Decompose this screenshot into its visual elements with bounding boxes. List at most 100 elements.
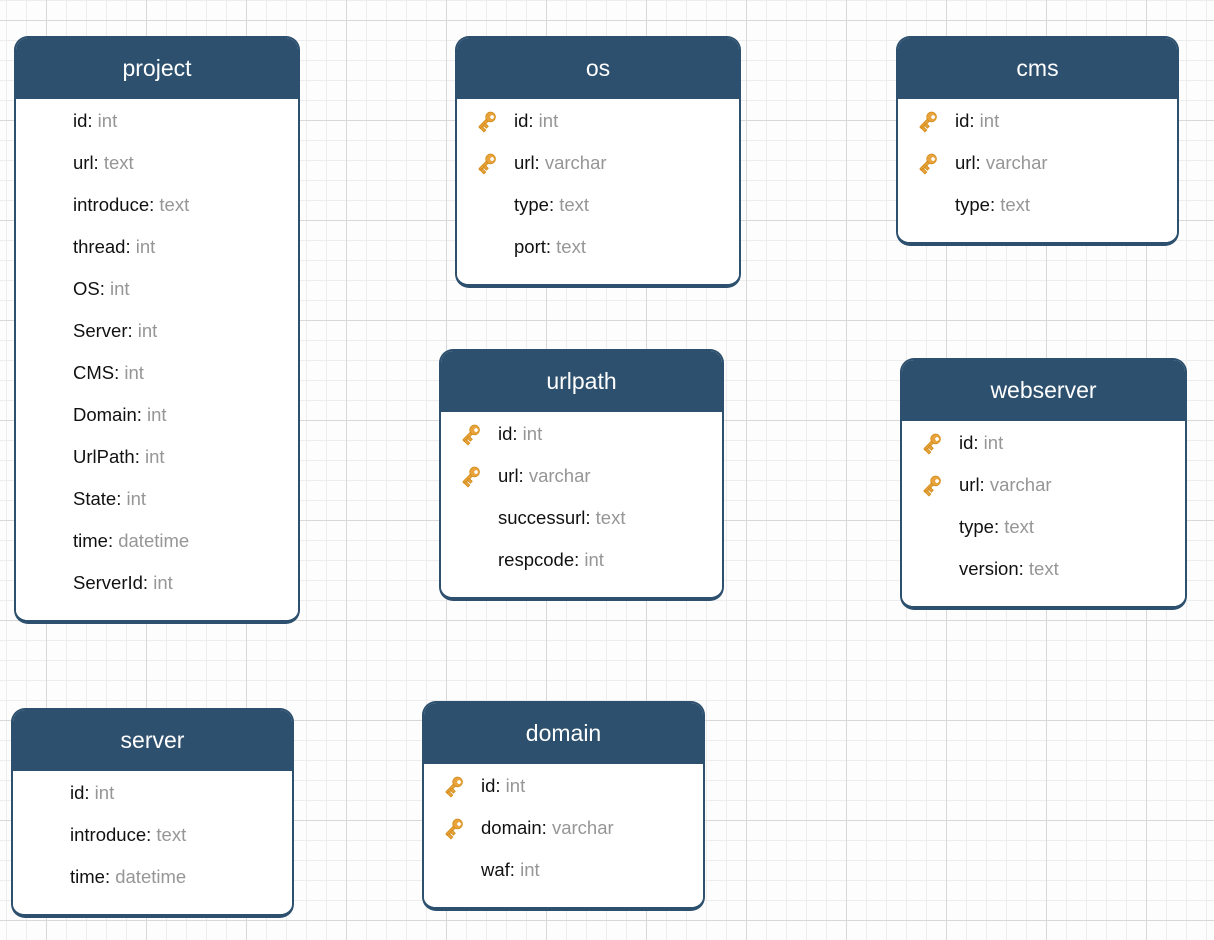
field-name: port: <box>514 236 552 257</box>
field-row[interactable]: successurl: text <box>441 497 722 539</box>
entity-table-server[interactable]: server id: int <box>11 708 294 918</box>
entity-table-cms[interactable]: cms id: int <box>896 36 1179 246</box>
field-type: int <box>148 572 173 593</box>
field-row[interactable]: id: int <box>424 765 703 807</box>
field-type: text <box>999 516 1035 537</box>
field-row[interactable]: url: varchar <box>441 455 722 497</box>
field-row[interactable]: id: int <box>13 772 292 814</box>
field-name: successurl: <box>498 507 591 528</box>
field-type: datetime <box>110 866 187 887</box>
field-name: UrlPath: <box>73 446 140 467</box>
field-type: text <box>151 824 187 845</box>
field-row[interactable]: time: datetime <box>16 520 298 562</box>
primary-key-icon <box>459 465 482 488</box>
field-row[interactable]: id: int <box>898 100 1177 142</box>
field-name: introduce: <box>70 824 152 845</box>
primary-key-icon <box>916 152 939 175</box>
field-name: version: <box>959 558 1024 579</box>
field-type: text <box>554 194 590 215</box>
table-body: id: int url: text <box>16 99 298 620</box>
field-row[interactable]: port: text <box>457 226 739 268</box>
field-type: int <box>139 446 165 467</box>
field-type: int <box>500 775 526 796</box>
field-row[interactable]: url: varchar <box>902 464 1185 506</box>
field-row[interactable]: UrlPath: int <box>16 436 298 478</box>
field-type: datetime <box>113 530 190 551</box>
field-name: id: <box>959 432 979 453</box>
entity-table-domain[interactable]: domain id: int <box>422 701 705 911</box>
field-type: int <box>978 432 1004 453</box>
table-title[interactable]: cms <box>898 38 1177 99</box>
field-row[interactable]: domain: varchar <box>424 807 703 849</box>
field-type: varchar <box>523 465 591 486</box>
table-body: id: int domain: varchar <box>424 764 703 907</box>
entity-table-project[interactable]: project id: int <box>14 36 300 624</box>
primary-key-icon <box>475 152 498 175</box>
field-name: id: <box>70 782 90 803</box>
field-type: text <box>1023 558 1059 579</box>
table-title[interactable]: urlpath <box>441 351 722 412</box>
field-row[interactable]: OS: int <box>16 268 298 310</box>
field-row[interactable]: url: text <box>16 142 298 184</box>
field-row[interactable]: CMS: int <box>16 352 298 394</box>
field-row[interactable]: introduce: text <box>13 814 292 856</box>
table-title[interactable]: domain <box>424 703 703 764</box>
field-type: text <box>995 194 1031 215</box>
entity-table-os[interactable]: os id: int <box>455 36 741 288</box>
field-row[interactable]: Server: int <box>16 310 298 352</box>
primary-key-icon <box>442 817 465 840</box>
field-row[interactable]: type: text <box>902 506 1185 548</box>
field-row[interactable]: waf: int <box>424 849 703 891</box>
field-row[interactable]: type: text <box>457 184 739 226</box>
field-row[interactable]: ServerId: int <box>16 562 298 604</box>
field-name: id: <box>514 110 534 131</box>
field-row[interactable]: version: text <box>902 548 1185 590</box>
field-name: type: <box>514 194 555 215</box>
field-type: int <box>141 404 167 425</box>
field-name: waf: <box>481 859 515 880</box>
table-title[interactable]: server <box>13 710 292 771</box>
field-type: int <box>92 110 118 131</box>
field-row[interactable]: url: varchar <box>898 142 1177 184</box>
primary-key-icon <box>459 423 482 446</box>
field-type: int <box>130 236 156 257</box>
field-row[interactable]: id: int <box>16 100 298 142</box>
field-name: url: <box>955 152 981 173</box>
field-row[interactable]: State: int <box>16 478 298 520</box>
field-type: varchar <box>546 817 614 838</box>
table-title[interactable]: webserver <box>902 360 1185 421</box>
field-type: varchar <box>980 152 1048 173</box>
table-title[interactable]: os <box>457 38 739 99</box>
field-name: time: <box>70 866 111 887</box>
field-type: int <box>89 782 115 803</box>
field-row[interactable]: thread: int <box>16 226 298 268</box>
primary-key-icon <box>920 474 943 497</box>
field-name: id: <box>481 775 501 796</box>
field-type: int <box>104 278 130 299</box>
field-row[interactable]: time: datetime <box>13 856 292 898</box>
table-body: id: int introduce: text <box>13 771 292 914</box>
field-type: int <box>514 859 540 880</box>
field-row[interactable]: type: text <box>898 184 1177 226</box>
field-type: text <box>154 194 190 215</box>
field-type: int <box>119 362 144 383</box>
entity-table-webserver[interactable]: webserver id: int <box>900 358 1187 610</box>
field-name: domain: <box>481 817 547 838</box>
field-name: OS: <box>73 278 105 299</box>
field-row[interactable]: Domain: int <box>16 394 298 436</box>
entity-table-urlpath[interactable]: urlpath id: int <box>439 349 724 601</box>
field-row[interactable]: id: int <box>441 413 722 455</box>
field-name: Domain: <box>73 404 142 425</box>
field-row[interactable]: id: int <box>902 422 1185 464</box>
field-name: Server: <box>73 320 133 341</box>
field-type: text <box>590 507 626 528</box>
field-row[interactable]: respcode: int <box>441 539 722 581</box>
field-row[interactable]: url: varchar <box>457 142 739 184</box>
field-type: varchar <box>984 474 1052 495</box>
field-type: int <box>517 423 543 444</box>
field-row[interactable]: id: int <box>457 100 739 142</box>
field-name: State: <box>73 488 122 509</box>
table-title[interactable]: project <box>16 38 298 99</box>
field-row[interactable]: introduce: text <box>16 184 298 226</box>
